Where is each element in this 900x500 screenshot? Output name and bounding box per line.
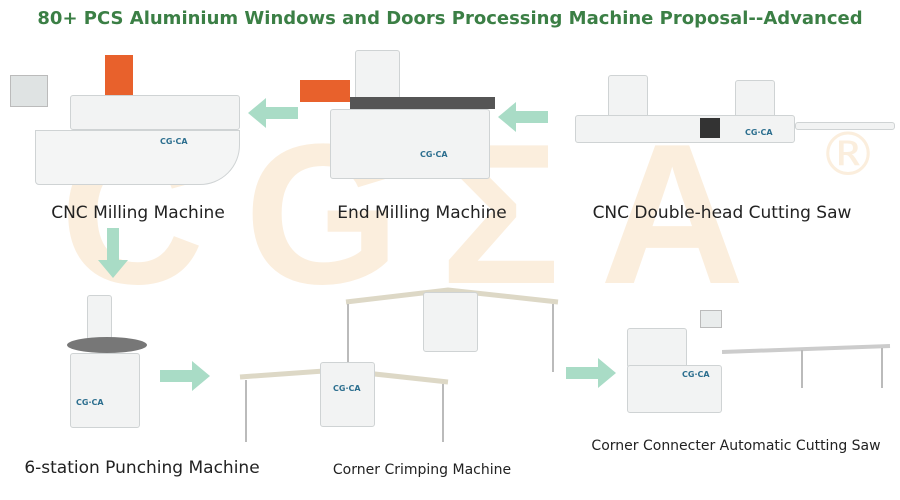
crimper-unit-back [423,292,478,352]
flow-arrow-left-icon [248,98,298,128]
double-head-saw-image: CG·CA [570,70,900,160]
control-box [700,118,720,138]
machine-label: CNC Double-head Cutting Saw [592,203,852,223]
flow-arrow-left-icon [498,102,548,132]
saw-head-left [608,75,648,120]
conveyor-table [350,97,495,109]
brand-plate: CG·CA [160,137,188,146]
brand-plate: CG·CA [333,384,361,393]
brand-plate: CG·CA [682,370,710,379]
corner-crimping-machine-image: CG·CA [238,262,563,442]
brand-plate: CG·CA [420,150,448,159]
machine-head [355,50,400,100]
machine-cabinet [70,353,140,428]
machine-label: CNC Milling Machine [51,203,225,223]
machine-base [35,130,240,185]
machine-frame [70,95,240,130]
machine-label: 6-station Punching Machine [24,458,260,478]
saw-hood [627,328,687,368]
brand-plate: CG·CA [745,128,773,137]
saw-bed [575,115,795,143]
flow-arrow-right-icon [160,361,210,391]
support-arms [239,287,559,442]
saw-head-right [735,80,775,120]
extension-rail [795,122,895,130]
control-screen [700,310,722,328]
brand-plate: CG·CA [76,398,104,407]
machine-cabinet [330,109,490,179]
machine-label: End Milling Machine [337,203,507,223]
punch-column [87,295,112,340]
flow-arrow-down-icon [98,228,128,278]
machine-label: Corner Crimping Machine [332,462,512,478]
cnc-milling-machine-image: CG·CA [10,55,245,190]
flow-arrow-right-icon [566,358,616,388]
registered-mark: ® [818,120,878,190]
orange-guard [300,80,350,102]
corner-connector-saw-image: CG·CA [622,310,892,420]
punching-machine-image: CG·CA [62,295,157,445]
end-milling-machine-image: CG·CA [300,45,500,185]
crimper-unit-front [320,362,375,427]
page-title: 80+ PCS Aluminium Windows and Doors Proc… [37,8,863,29]
machine-label: Corner Connecter Automatic Cutting Saw [591,438,881,454]
rotary-table [67,337,147,353]
control-screen [10,75,48,107]
saw-cabinet [627,365,722,413]
feed-rail [722,344,891,388]
spindle-head [105,55,133,100]
